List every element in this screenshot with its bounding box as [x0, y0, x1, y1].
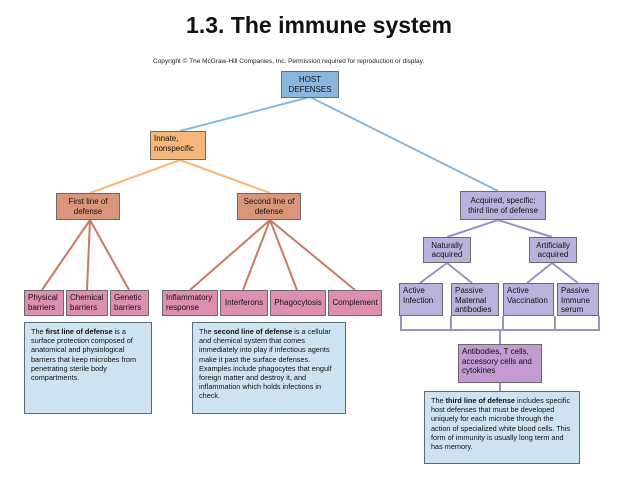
- antibodies-node: Antibodies, T cells, accessory cells and…: [458, 344, 542, 383]
- third-desc-rest: includes specific host defenses that mus…: [431, 396, 571, 452]
- page-title: 1.3. The immune system: [186, 12, 452, 38]
- first-desc-bold: first line of defense: [45, 327, 113, 336]
- inflammatory-response-node: Inflammatory response: [162, 290, 218, 316]
- phagocytosis-node: Phagocytosis: [270, 290, 326, 316]
- passive-maternal-node: Passive Maternal antibodies: [451, 283, 499, 316]
- host-defenses-node: HOST DEFENSES: [281, 71, 339, 98]
- innate-node: Innate, nonspecific: [150, 131, 206, 160]
- complement-node: Complement: [328, 290, 382, 316]
- second-line-description: The second line of defense is a cellular…: [192, 322, 346, 414]
- interferons-node: Interferons: [220, 290, 268, 316]
- third-line-description: The third line of defense includes speci…: [424, 391, 580, 464]
- chemical-barriers-node: Chemical barriers: [66, 290, 108, 316]
- second-desc-pre: The: [199, 327, 214, 336]
- first-line-description: The first line of defense is a surface p…: [24, 322, 152, 414]
- naturally-acquired-node: Naturally acquired: [423, 237, 471, 263]
- copyright-notice: Copyright © The McGraw-Hill Companies, I…: [153, 58, 425, 65]
- passive-serum-node: Passive Immune serum: [557, 283, 599, 316]
- acquired-node: Acquired, specific; third line of defens…: [460, 191, 546, 220]
- first-line-node: First line of defense: [56, 193, 120, 220]
- physical-barriers-node: Physical barriers: [24, 290, 64, 316]
- second-desc-rest: is a cellular and chemical system that c…: [199, 327, 332, 401]
- artificially-acquired-node: Artificially acquired: [529, 237, 577, 263]
- first-desc-pre: The: [31, 327, 46, 336]
- third-desc-pre: The: [431, 396, 446, 405]
- second-line-node: Second line of defense: [237, 193, 301, 220]
- active-infection-node: Active Infection: [399, 283, 443, 316]
- genetic-barriers-node: Genetic barriers: [110, 290, 149, 316]
- first-desc-rest: is a surface protection composed of anat…: [31, 327, 137, 383]
- second-desc-bold: second line of defense: [213, 327, 293, 336]
- active-vaccination-node: Active Vaccination: [503, 283, 554, 316]
- third-desc-bold: third line of defense: [445, 396, 515, 405]
